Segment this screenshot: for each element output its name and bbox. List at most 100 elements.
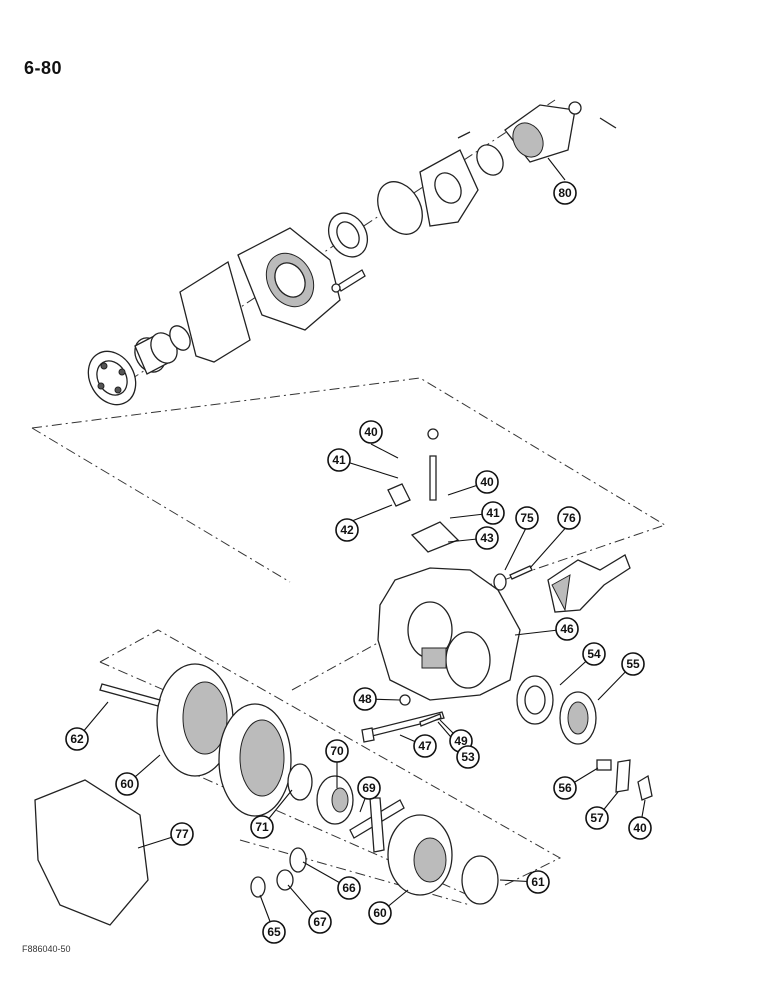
bearing-61 bbox=[461, 855, 499, 905]
bearing-large-left bbox=[87, 350, 137, 406]
bolt-with-washer bbox=[331, 269, 366, 293]
thrust-washer-65 bbox=[250, 876, 266, 898]
callout-label: 46 bbox=[560, 622, 574, 636]
callout-label: 57 bbox=[590, 811, 604, 825]
callout-label: 80 bbox=[558, 186, 572, 200]
callout-41: 41 bbox=[481, 501, 505, 525]
callout-label: 43 bbox=[480, 531, 494, 545]
callout-label: 40 bbox=[633, 821, 647, 835]
callout-label: 49 bbox=[454, 734, 468, 748]
callout-label: 65 bbox=[267, 925, 281, 939]
callout-label: 40 bbox=[480, 475, 494, 489]
callout-76: 76 bbox=[557, 506, 581, 530]
callout-62: 62 bbox=[65, 727, 89, 751]
callout-label: 41 bbox=[332, 453, 346, 467]
callout-label: 60 bbox=[120, 777, 134, 791]
callout-41: 41 bbox=[327, 448, 351, 472]
callout-67: 67 bbox=[308, 910, 332, 934]
callout-label: 70 bbox=[330, 744, 344, 758]
lock-plate-56 bbox=[596, 759, 612, 771]
bolt-76 bbox=[509, 565, 533, 580]
bracket-57 bbox=[615, 759, 631, 793]
callout-label: 67 bbox=[313, 915, 327, 929]
callout-46: 46 bbox=[555, 617, 579, 641]
mounting-bracket bbox=[387, 428, 460, 553]
callout-61: 61 bbox=[526, 870, 550, 894]
callout-80: 80 bbox=[553, 181, 577, 205]
callout-label: 62 bbox=[70, 732, 84, 746]
output-flange-yoke bbox=[504, 101, 617, 163]
pin-53 bbox=[419, 713, 442, 727]
flange-gasket bbox=[179, 260, 251, 363]
cover-gasket-77 bbox=[34, 779, 149, 926]
figure-code: F886040-50 bbox=[22, 944, 71, 954]
callout-label: 69 bbox=[362, 781, 376, 795]
bushing-75 bbox=[493, 573, 507, 591]
bushing-67 bbox=[276, 869, 294, 891]
callout-60: 60 bbox=[368, 901, 392, 925]
callout-label: 61 bbox=[531, 875, 545, 889]
callout-40: 40 bbox=[475, 470, 499, 494]
callout-40: 40 bbox=[359, 420, 383, 444]
bolt-40-lower bbox=[637, 774, 653, 801]
thrust-washer-71 bbox=[287, 763, 313, 801]
shim-gasket bbox=[377, 181, 423, 235]
callout-71: 71 bbox=[250, 815, 274, 839]
bearing-54 bbox=[516, 675, 554, 725]
callout-60: 60 bbox=[115, 772, 139, 796]
carrier-housing bbox=[156, 663, 234, 777]
spider-69 bbox=[349, 797, 405, 853]
callout-label: 41 bbox=[486, 506, 500, 520]
upper-shaft-assembly bbox=[87, 101, 617, 406]
bearing-mid bbox=[327, 212, 369, 258]
callout-label: 47 bbox=[418, 739, 432, 753]
callout-label: 55 bbox=[626, 657, 640, 671]
callout-40: 40 bbox=[628, 816, 652, 840]
callout-label: 66 bbox=[342, 881, 356, 895]
callout-label: 75 bbox=[520, 511, 534, 525]
callout-label: 71 bbox=[255, 820, 269, 834]
oil-seal bbox=[476, 144, 504, 176]
callout-label: 48 bbox=[358, 692, 372, 706]
bearing-cup-55 bbox=[559, 691, 597, 745]
pinion-gear-66 bbox=[289, 847, 307, 873]
page-number: 6-80 bbox=[24, 58, 63, 78]
callout-70: 70 bbox=[325, 739, 349, 763]
bearing-cover-plate bbox=[419, 149, 479, 227]
snap-ring bbox=[169, 325, 191, 351]
callout-label: 77 bbox=[175, 827, 189, 841]
callout-43: 43 bbox=[475, 526, 499, 550]
callout-77: 77 bbox=[170, 822, 194, 846]
callout-75: 75 bbox=[515, 506, 539, 530]
bolt-47 bbox=[361, 711, 445, 743]
callout-65: 65 bbox=[262, 920, 286, 944]
differential-housing bbox=[377, 567, 521, 701]
leader-lines bbox=[76, 157, 646, 933]
bolt-62 bbox=[99, 683, 161, 707]
differential-case-60 bbox=[387, 814, 453, 896]
callout-57: 57 bbox=[585, 806, 609, 830]
callout-56: 56 bbox=[553, 776, 577, 800]
callout-54: 54 bbox=[582, 642, 606, 666]
callout-55: 55 bbox=[621, 652, 645, 676]
callout-label: 53 bbox=[461, 750, 475, 764]
callout-label: 42 bbox=[340, 523, 354, 537]
ring-gear bbox=[218, 703, 292, 817]
callout-label: 76 bbox=[562, 511, 576, 525]
callout-69: 69 bbox=[357, 776, 381, 800]
cotter-pin bbox=[457, 131, 471, 139]
callout-48: 48 bbox=[353, 687, 377, 711]
callout-66: 66 bbox=[337, 876, 361, 900]
callout-label: 56 bbox=[558, 781, 572, 795]
washer-48 bbox=[399, 694, 411, 706]
pinion-gear-shaft bbox=[547, 554, 631, 613]
callout-label: 60 bbox=[373, 906, 387, 920]
callout-42: 42 bbox=[335, 518, 359, 542]
callout-label: 40 bbox=[364, 425, 378, 439]
callout-label: 54 bbox=[587, 647, 601, 661]
callout-47: 47 bbox=[413, 734, 437, 758]
bearing-housing bbox=[237, 227, 341, 331]
callout-53: 53 bbox=[456, 745, 480, 769]
side-gear-70 bbox=[316, 775, 354, 825]
